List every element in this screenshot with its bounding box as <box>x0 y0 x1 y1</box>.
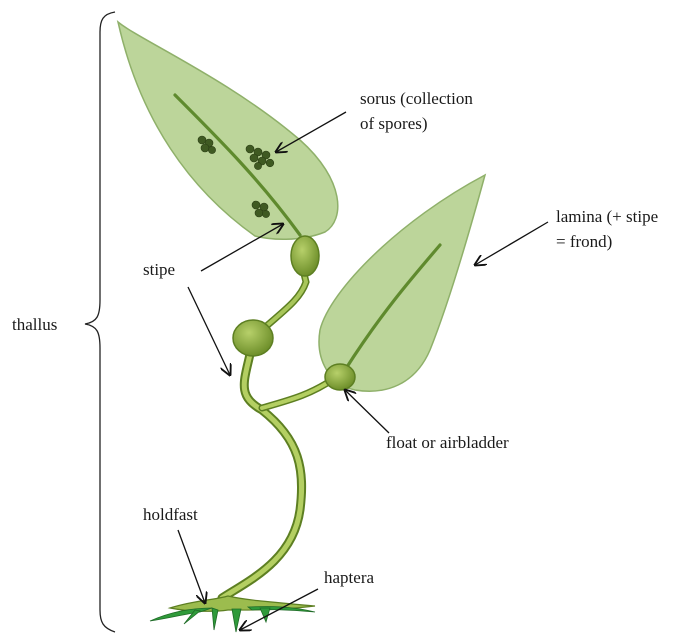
haptera <box>150 607 315 632</box>
stipe-arrow-upper <box>201 224 283 271</box>
stipe-label: stipe <box>143 260 175 279</box>
lower-blade <box>319 175 485 391</box>
stipe-main-hl <box>222 345 302 598</box>
float-top <box>291 236 319 276</box>
stipe-main <box>222 345 302 598</box>
sorus-label-line2: of spores) <box>360 114 428 133</box>
lamina-label-line2: = frond) <box>556 232 612 251</box>
float-middle <box>233 320 273 356</box>
sorus-label-line1: sorus (collection <box>360 89 473 108</box>
holdfast-label: holdfast <box>143 505 198 524</box>
lamina-arrow <box>475 222 548 265</box>
holdfast-arrow <box>178 530 205 603</box>
thallus-bracket <box>85 12 115 632</box>
float-right <box>325 364 355 390</box>
stipe-arrow-lower <box>188 287 230 375</box>
haptera-label: haptera <box>324 568 374 587</box>
float-label: float or airbladder <box>386 433 509 452</box>
thallus-label: thallus <box>12 315 57 334</box>
float-arrow <box>345 390 389 433</box>
upper-blade <box>118 22 338 239</box>
lamina-label-line1: lamina (+ stipe <box>556 207 658 226</box>
